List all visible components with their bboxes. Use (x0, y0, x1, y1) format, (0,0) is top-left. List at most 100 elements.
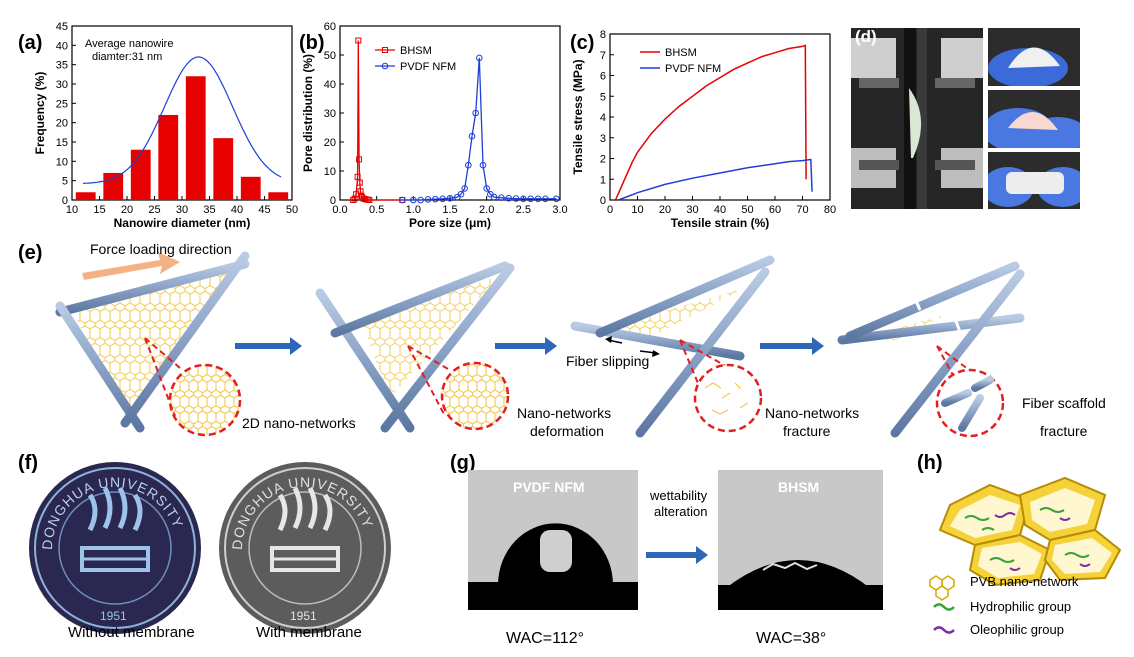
chart-c-legend-label: BHSM (665, 47, 697, 59)
chart-b-point (520, 195, 527, 203)
contact-angle-panel: PVDF NFM wettability alteration BHSM WAC… (468, 470, 883, 647)
stage-arrow-2 (495, 337, 557, 355)
panel-label-g: (g) (450, 452, 476, 474)
chart-a-xtick-label: 50 (286, 204, 298, 216)
chart-c-ylabel: Tensile stress (MPa) (571, 59, 585, 174)
force-label: Force loading direction (90, 241, 232, 257)
chart-c-xtick-label: 80 (824, 204, 836, 216)
chart-b-point (472, 109, 479, 117)
chart-a-bar (130, 149, 151, 200)
chart-b-point (461, 185, 468, 192)
chart-b-point (351, 195, 358, 202)
chart-b-xtick-label: 1.0 (406, 204, 421, 216)
chart-b-point (527, 195, 534, 203)
chart-c-ytick-label: 4 (600, 112, 606, 124)
chart-b-point (439, 195, 446, 203)
chart-b-point (350, 197, 357, 203)
stage-2-label-2: deformation (530, 423, 604, 439)
chart-c-ytick-label: 5 (600, 91, 606, 103)
panel-label-d: (d) (855, 28, 877, 46)
chart-a-ytick-label: 5 (62, 176, 68, 188)
chart-b-xlabel: Pore size (μm) (409, 216, 491, 230)
chart-a-bar (213, 138, 234, 200)
chart-c-frame (609, 33, 831, 201)
chart-a-note-2: diamter:31 nm (92, 51, 162, 63)
chart-a-ytick-label: 0 (62, 195, 68, 207)
chart-b-point (399, 196, 406, 204)
chart-c-xtick-label: 0 (607, 204, 613, 216)
wettability-label-2: alteration (654, 504, 707, 519)
stage-1-label: 2D nano-networks (242, 415, 356, 431)
chart-c-xtick-label: 30 (686, 204, 698, 216)
legend-oleophilic-icon (933, 626, 955, 634)
chart-a-xtick-label: 25 (148, 204, 160, 216)
chart-c-ytick-label: 8 (600, 29, 606, 41)
seal-comparison: DONGHUA UNIVERSITY 1951 DONGHUA UNIVERSI… (29, 462, 391, 634)
chart-a-ytick-label: 15 (56, 137, 68, 149)
wettability-label-1: wettability (649, 488, 708, 503)
panel-label-f: (f) (18, 452, 38, 474)
chart-b-xtick-label: 1.5 (442, 204, 457, 216)
chart-a-xtick-label: 30 (176, 204, 188, 216)
chart-c-series-line (618, 158, 813, 201)
wac-pvdf: WAC=112° (506, 630, 584, 647)
chart-c-ytick-label: 2 (600, 154, 606, 166)
chart-a-xtick-label: 15 (93, 204, 105, 216)
stage-2-label-1: Nano-networks (517, 405, 611, 421)
chart-b-xtick-label: 0.0 (332, 204, 347, 216)
chart-b-point (366, 197, 373, 203)
chart-b-point (553, 195, 560, 203)
chart-a-xtick-label: 10 (66, 204, 78, 216)
flex-photo-2 (988, 90, 1080, 148)
chart-a-bar (268, 192, 289, 200)
chart-c-xtick-label: 10 (631, 204, 643, 216)
legend-oleophilic-label: Oleophilic group (970, 622, 1064, 637)
chart-b-point (490, 193, 498, 201)
chart-c-ytick-label: 3 (600, 133, 606, 145)
chart-a-ylabel: Frequency (%) (33, 72, 47, 155)
chart-a-bar (103, 172, 124, 200)
chart-a-bar (185, 76, 206, 200)
chart-b-xtick-label: 0.5 (369, 204, 384, 216)
panel-label-h: (h) (917, 452, 943, 474)
chart-a-bar (158, 114, 179, 200)
bhsm-title: BHSM (778, 479, 819, 495)
chart-c-xtick-label: 50 (741, 204, 753, 216)
stage-3-label-1: Nano-networks (765, 405, 859, 421)
chart-a-xtick-label: 45 (258, 204, 270, 216)
legend-pvb-label: PVB nano-network (970, 574, 1079, 589)
pvdf-title: PVDF NFM (513, 479, 585, 495)
mechanism-schematic: Force loading direction 2D nano-networks… (55, 241, 1106, 439)
chart-a-xtick-label: 20 (121, 204, 133, 216)
caption-without-membrane: Without membrane (68, 624, 195, 641)
chart-a-xtick-label: 35 (203, 204, 215, 216)
chart-b-point (483, 185, 490, 192)
chart-b-xtick-label: 2.0 (479, 204, 494, 216)
chart-c-ytick-label: 7 (600, 50, 606, 62)
chart-b-point (356, 179, 363, 186)
fiber-slipping-label: Fiber slipping (566, 353, 649, 369)
force-arrow (82, 252, 180, 280)
chart-b-ytick-label: 10 (324, 166, 336, 178)
chart-b-xtick-label: 2.5 (516, 204, 531, 216)
stage-4-label-2: fracture (1040, 423, 1088, 439)
stage-4-scaffold (837, 261, 1025, 438)
chart-b-point (457, 190, 465, 198)
panel-label-e: (e) (18, 242, 43, 264)
chart-c-xtick-label: 70 (796, 204, 808, 216)
chart-b-point (476, 54, 483, 62)
chart-b-ytick-label: 30 (324, 108, 336, 120)
stage-1-scaffold (55, 251, 250, 437)
flex-photo-3 (988, 152, 1080, 209)
stage-3-label-2: fracture (783, 423, 831, 439)
chart-a-ytick-label: 35 (56, 60, 68, 72)
chart-b-legend-label: PVDF NFM (400, 61, 456, 73)
chart-b-point (505, 194, 512, 202)
chart-a-ytick-label: 25 (56, 98, 68, 110)
chart-b-legend-marker (382, 47, 388, 53)
chart-b-legend-marker (381, 62, 389, 70)
tensile-test-photo: (d) (851, 28, 983, 209)
chart-c-legend-label: PVDF NFM (665, 63, 721, 75)
